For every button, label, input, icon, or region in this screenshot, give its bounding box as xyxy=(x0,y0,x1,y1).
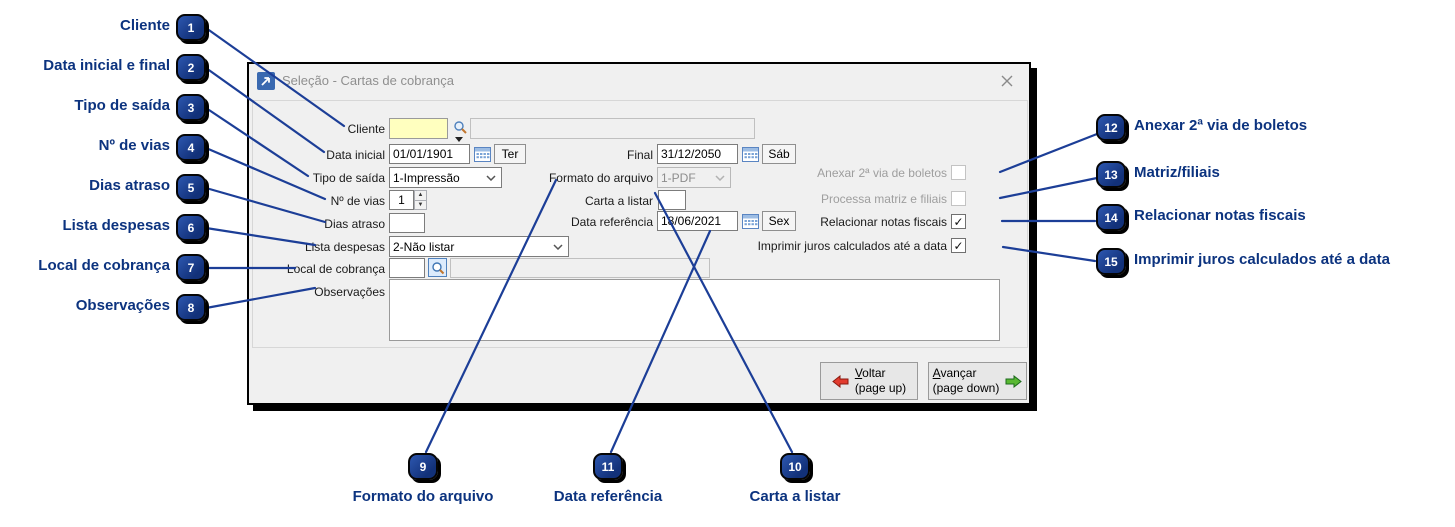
annotation-label-local-cobranca: Local de cobrança xyxy=(38,257,170,274)
imprimir-juros-label: Imprimir juros calculados até a data xyxy=(757,239,947,253)
final-calendar-icon[interactable] xyxy=(741,145,760,163)
annotation-badge-7: 7 xyxy=(176,254,206,281)
cliente-search-icon[interactable] xyxy=(452,119,468,135)
relacionar-notas-label: Relacionar notas fiscais xyxy=(820,215,947,229)
annotation-badge-12: 12 xyxy=(1096,114,1126,141)
annotation-label-lista-despesas: Lista despesas xyxy=(62,217,170,234)
formato-arquivo-value: 1-PDF xyxy=(661,170,696,185)
annotation-label-num-vias: Nº de vias xyxy=(98,137,170,154)
cliente-dropdown-arrow-icon[interactable] xyxy=(455,137,463,142)
annotation-badge-3: 3 xyxy=(176,94,206,121)
carta-listar-label: Carta a listar xyxy=(584,194,653,208)
local-cobranca-label: Local de cobrança xyxy=(286,262,385,276)
avancar-button[interactable]: Avançar(page down) xyxy=(928,362,1027,400)
title-bar: Seleção - Cartas de cobrança xyxy=(249,64,1029,97)
search-icon xyxy=(431,261,444,274)
window-title: Seleção - Cartas de cobrança xyxy=(282,73,454,88)
local-cobranca-name-field xyxy=(450,258,710,278)
annotation-badge-2: 2 xyxy=(176,54,206,81)
annotation-label-dias-atraso: Dias atraso xyxy=(89,177,170,194)
lista-despesas-select[interactable]: 2-Não listar xyxy=(389,236,569,257)
data-inicial-input[interactable] xyxy=(389,144,470,164)
observacoes-textarea[interactable] xyxy=(389,279,1000,341)
final-input[interactable] xyxy=(657,144,738,164)
anexar-boletos-checkbox xyxy=(951,165,966,180)
annotation-badge-10: 10 xyxy=(780,453,810,480)
relacionar-notas-checkbox[interactable] xyxy=(951,214,966,229)
data-inicial-calendar-icon[interactable] xyxy=(473,145,492,163)
dias-atraso-input[interactable] xyxy=(389,213,425,233)
formato-arquivo-label: Formato do arquivo xyxy=(548,171,653,185)
checkbox-row-anexar: Anexar 2ª via de boletos xyxy=(580,165,1000,181)
lista-despesas-value: 2-Não listar xyxy=(393,239,455,254)
imprimir-juros-checkbox[interactable] xyxy=(951,238,966,253)
num-vias-spinner[interactable]: ▲▼ xyxy=(414,190,427,210)
chevron-down-icon xyxy=(715,174,727,181)
chevron-down-icon xyxy=(486,174,498,181)
annotation-badge-11: 11 xyxy=(593,453,623,480)
voltar-sublabel: (page up) xyxy=(854,381,907,395)
annotation-label-data-referencia: Data referência xyxy=(553,488,663,505)
tipo-saida-label: Tipo de saída xyxy=(312,171,385,185)
annotation-label-tipo-saida: Tipo de saída xyxy=(74,97,170,114)
data-inicial-weekday-box: Ter xyxy=(494,144,526,164)
annotation-badge-15: 15 xyxy=(1096,248,1126,275)
red-left-arrow-icon xyxy=(832,374,849,388)
selecao-cartas-cobranca-dialog: Seleção - Cartas de cobrança Cliente Dat… xyxy=(247,62,1031,405)
annotation-badge-8: 8 xyxy=(176,294,206,321)
cliente-label: Cliente xyxy=(347,122,385,136)
annotation-label-cliente: Cliente xyxy=(119,17,170,34)
annotation-label-imprimir-juros: Imprimir juros calculados até a data xyxy=(1134,251,1390,268)
annotation-badge-1: 1 xyxy=(176,14,206,41)
anexar-boletos-label: Anexar 2ª via de boletos xyxy=(817,166,947,180)
formato-arquivo-select: 1-PDF xyxy=(657,167,731,188)
voltar-label: Voltar xyxy=(854,366,886,380)
data-inicial-label: Data inicial xyxy=(326,148,385,162)
avancar-sublabel: (page down) xyxy=(932,381,1000,395)
local-cobranca-search-button[interactable] xyxy=(428,258,447,277)
local-cobranca-code-input[interactable] xyxy=(389,258,425,278)
annotation-badge-13: 13 xyxy=(1096,161,1126,188)
annotation-label-relacionar-notas: Relacionar notas fiscais xyxy=(1134,207,1306,224)
voltar-button[interactable]: Voltar(page up) xyxy=(820,362,918,400)
annotation-label-formato-arquivo: Formato do arquivo xyxy=(352,488,494,505)
final-label: Final xyxy=(626,148,653,162)
annotation-label-matriz-filiais: Matriz/filiais xyxy=(1134,164,1220,181)
checkbox-row-juros: Imprimir juros calculados até a data xyxy=(580,238,1000,254)
data-referencia-label: Data referência xyxy=(570,215,653,229)
annotation-badge-6: 6 xyxy=(176,214,206,241)
annotation-label-data-inicial-final: Data inicial e final xyxy=(43,57,170,74)
processa-matriz-label: Processa matriz e filiais xyxy=(820,192,947,206)
cliente-code-input[interactable] xyxy=(389,118,448,139)
final-weekday-box: Sáb xyxy=(762,144,796,164)
app-icon xyxy=(257,71,275,90)
checkbox-row-matriz: Processa matriz e filiais xyxy=(580,191,1000,207)
lista-despesas-label: Lista despesas xyxy=(304,240,385,254)
spinner-up-icon[interactable]: ▲ xyxy=(415,191,426,201)
tipo-saida-select[interactable]: 1-Impressão xyxy=(389,167,502,188)
processa-matriz-checkbox xyxy=(951,191,966,206)
dias-atraso-label: Dias atraso xyxy=(324,217,385,231)
annotation-badge-14: 14 xyxy=(1096,204,1126,231)
annotation-badge-9: 9 xyxy=(408,453,438,480)
annotation-label-carta-listar: Carta a listar xyxy=(749,488,841,505)
num-vias-input[interactable] xyxy=(389,190,414,210)
num-vias-label: Nº de vias xyxy=(330,194,385,208)
avancar-label: Avançar xyxy=(932,366,977,380)
close-icon xyxy=(1001,75,1013,87)
annotation-badge-4: 4 xyxy=(176,134,206,161)
tipo-saida-value: 1-Impressão xyxy=(393,170,460,185)
observacoes-label: Observações xyxy=(314,285,385,299)
close-button[interactable] xyxy=(993,69,1021,93)
cliente-name-field xyxy=(470,118,755,139)
annotation-label-anexar-boletos: Anexar 2ª via de boletos xyxy=(1134,117,1308,134)
green-right-arrow-icon xyxy=(1005,374,1023,388)
spinner-down-icon[interactable]: ▼ xyxy=(417,201,424,208)
annotation-label-observacoes: Observações xyxy=(75,297,170,314)
checkbox-row-notas: Relacionar notas fiscais xyxy=(580,214,1000,230)
annotation-badge-5: 5 xyxy=(176,174,206,201)
